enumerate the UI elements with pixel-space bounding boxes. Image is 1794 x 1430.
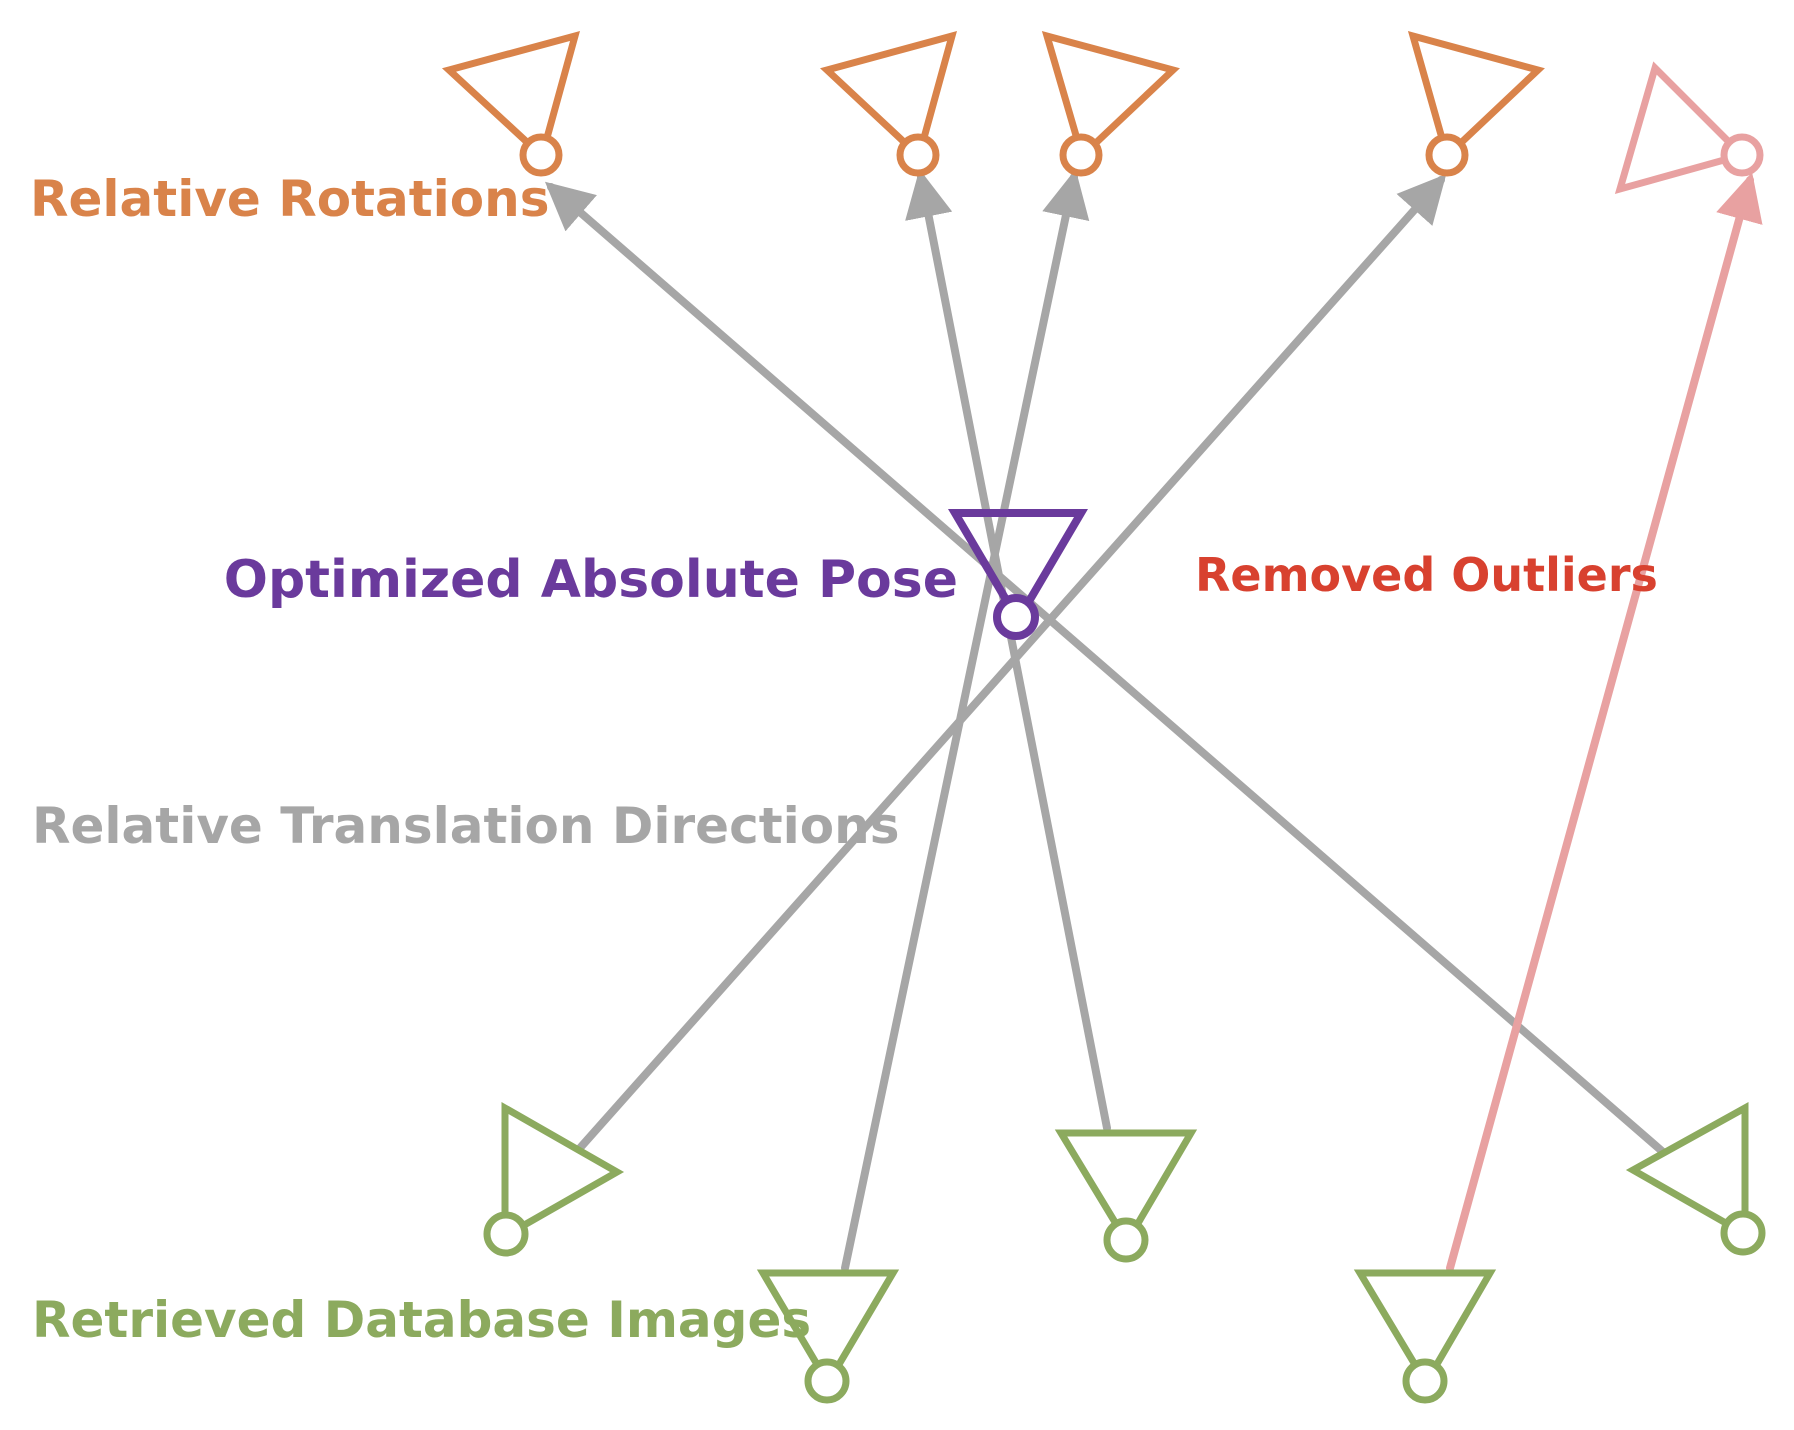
camera-frustum-icon [483, 1101, 625, 1257]
camera-frustum-icon [1041, 30, 1180, 177]
camera-frustum-icon [1054, 1129, 1198, 1263]
camera-frustum-icon [1625, 1102, 1766, 1256]
translation-edge [905, 169, 1111, 1132]
camera-frustum-icon [820, 31, 958, 177]
translation-edges [544, 169, 1667, 1272]
camera-frustum-icon [1614, 61, 1764, 195]
translation-edge [544, 181, 1667, 1156]
camera-frustum-icon [1407, 30, 1545, 177]
outlier-edge [1446, 172, 1763, 1272]
relative-translation-directions-label: Relative Translation Directions [32, 797, 899, 855]
camera-frustum-icon [756, 1269, 900, 1404]
relative-rotations-label: Relative Rotations [30, 170, 549, 228]
database-cameras [483, 1101, 1766, 1404]
optimized-absolute-pose-label: Optimized Absolute Pose [224, 550, 958, 610]
camera-frustum-icon [441, 31, 580, 177]
retrieved-database-images-label: Retrieved Database Images [32, 1291, 811, 1349]
removed-outliers-label: Removed Outliers [1195, 548, 1658, 602]
outlier-edges [1446, 172, 1763, 1272]
optimized-pose-camera [948, 509, 1088, 640]
camera-frustum-icon [993, 594, 1039, 640]
rotation-cameras [441, 30, 1764, 195]
translation-edge [576, 174, 1447, 1152]
camera-frustum-icon [1353, 1269, 1497, 1404]
